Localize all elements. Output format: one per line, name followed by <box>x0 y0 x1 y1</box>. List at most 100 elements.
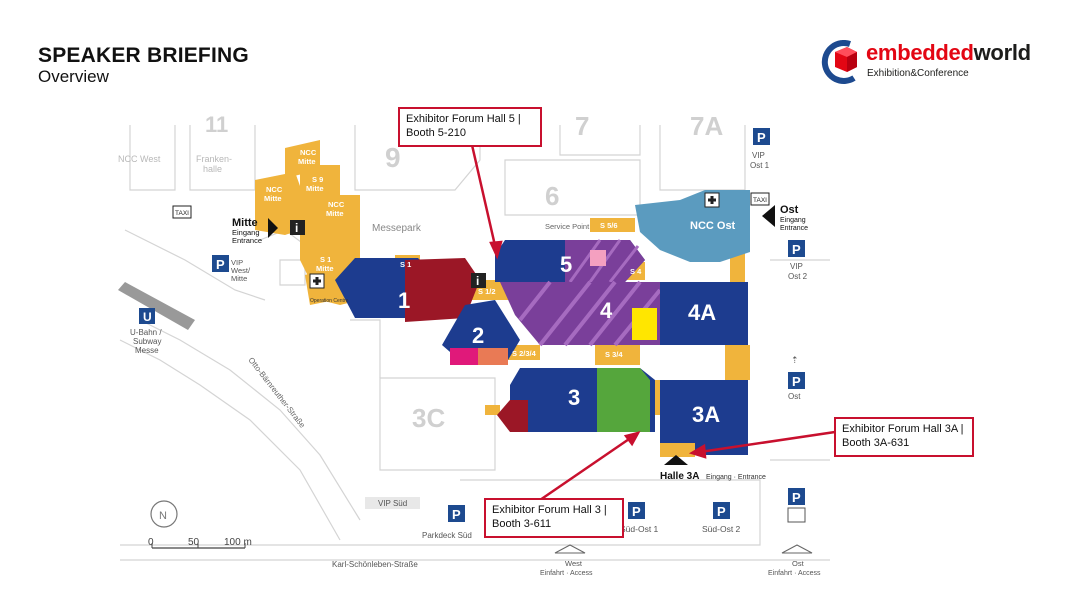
ncc-mitte-top-label-1: NCC <box>300 148 317 157</box>
ncc-west-label: NCC West <box>118 154 161 164</box>
west-einfahrt-label: Einfahrt · Access <box>540 570 593 577</box>
west-access-arrow <box>554 544 586 554</box>
svg-text:P: P <box>757 130 766 145</box>
svg-text:100 m: 100 m <box>224 537 252 548</box>
vip-sued-label: VIP Süd <box>378 499 407 508</box>
s56-label: S 5/6 <box>600 221 618 230</box>
svg-text:U: U <box>143 310 152 324</box>
vip-ost2-label-2: Ost 2 <box>788 272 808 281</box>
ncc-ost-building <box>635 190 750 262</box>
callout-arrowhead-hall3a <box>688 443 707 459</box>
svg-text:P: P <box>452 507 461 522</box>
background-outlines <box>119 125 830 561</box>
ubahn-label-1: U-Bahn / <box>130 328 162 337</box>
operation-centre-label: Operation Centre <box>310 298 349 304</box>
hall-5-label: 5 <box>560 252 572 277</box>
s234-label: S 2/3/4 <box>512 349 537 358</box>
hall-11-label: 11 <box>205 112 228 137</box>
s1-mitte-label-2: Mitte <box>316 264 334 273</box>
svg-text:P: P <box>792 242 801 257</box>
sued-ost1-label: Süd-Ost 1 <box>620 524 659 534</box>
parking-icon-vip-ost2 <box>788 240 805 257</box>
callout-forum-hall-3: Exhibitor Forum Hall 3 | Booth 3-611 <box>484 498 624 538</box>
forum-booth-3a-631 <box>660 443 695 457</box>
mitte-entrance-arrow <box>268 218 278 238</box>
scale-bar: 0 50 100 m <box>148 537 252 549</box>
info-icon-hall1 <box>471 273 486 288</box>
halle-3a-entrance-arrow <box>664 455 688 465</box>
page-subtitle: Overview <box>38 67 109 86</box>
hall-4-label: 4 <box>600 298 613 323</box>
svg-text:50: 50 <box>188 537 200 548</box>
hall-2-salmon-area <box>478 348 508 365</box>
hall-3c-label: 3C <box>412 403 445 433</box>
s9-label-1: S 9 <box>312 175 323 184</box>
vip-west-label-3: Mitte <box>231 274 247 283</box>
taxi-sign-mitte <box>172 205 192 219</box>
svg-text:P: P <box>717 504 726 519</box>
hall-3-label: 3 <box>568 385 580 410</box>
service-point-label: Service Point <box>545 222 590 231</box>
parking-icon-ost <box>788 372 805 389</box>
ubahn-label-3: Messe <box>135 346 159 355</box>
s12-label: S 1/2 <box>478 287 496 296</box>
hall-7-label: 7 <box>575 111 589 141</box>
sued-ost2-label: Süd-Ost 2 <box>702 524 741 534</box>
embeddedworld-logo: embeddedworld Exhibition&Conference <box>820 40 1050 85</box>
ubahn-icon <box>139 308 155 324</box>
vip-ost1-label-2: Ost 1 <box>750 161 770 170</box>
ost-entrance-title: Ost <box>780 204 799 216</box>
logo-icon <box>821 40 857 84</box>
taxi-sign-ost <box>750 192 770 206</box>
hall-3a <box>660 380 748 455</box>
s9-label-2: Mitte <box>306 184 324 193</box>
info-icon-mitte <box>290 220 305 235</box>
parkdeck-sued-label: Parkdeck Süd <box>422 531 472 540</box>
s1-mitte-label-1: S 1 <box>320 255 331 264</box>
compass-icon <box>150 500 178 528</box>
s4-label: S 4 <box>630 267 642 276</box>
parking-icon-sued-ost1 <box>628 502 645 519</box>
frankenhalle-label-2: halle <box>203 164 222 174</box>
ost-access-arrow <box>781 544 813 554</box>
svg-text:0: 0 <box>148 537 154 548</box>
ncc-mitte-right-label-1: NCC <box>328 200 345 209</box>
mitte-eingang-label: Eingang <box>232 228 260 237</box>
parkdeck-icon <box>448 505 465 522</box>
vip-ost2-label-1: VIP <box>790 262 803 271</box>
ncc-mitte-left-label-2: Mitte <box>264 194 282 203</box>
ubahn-label-2: Subway <box>133 337 161 346</box>
callout-forum-hall-3a: Exhibitor Forum Hall 3A | Booth 3A-631 <box>834 417 974 457</box>
callout-arrowhead-hall5 <box>489 240 503 260</box>
hall-9-label: 9 <box>385 142 401 173</box>
callout-arrowhead-hall3 <box>623 431 641 447</box>
mitte-entrance-label: Entrance <box>232 236 262 245</box>
parking-icon-bus <box>788 488 805 505</box>
street-otto-baernreuther: Otto-Bärnreuther-Straße <box>246 356 307 430</box>
vip-west-label-2: West/ <box>231 266 251 275</box>
s1-label: S 1 <box>400 260 411 269</box>
vip-west-label-1: VIP <box>231 258 243 267</box>
svg-text:P: P <box>792 490 801 505</box>
halle-3a-entrance-label: Halle 3A <box>660 471 699 482</box>
hall-1-annex <box>405 258 480 322</box>
parking-icon-vip-west <box>212 255 229 272</box>
ost-entrance-arrow <box>762 205 775 227</box>
parking-icon-vip-ost1 <box>753 128 770 145</box>
ncc-mitte-top-label-2: Mitte <box>298 157 316 166</box>
ost-access-label: Ost <box>792 559 805 568</box>
callout-forum-hall-5: Exhibitor Forum Hall 5 | Booth 5-210 <box>398 107 542 147</box>
hall-3-annex <box>497 400 528 432</box>
hall-2-label: 2 <box>472 323 484 348</box>
logo-wordmark: embeddedworld <box>866 40 1031 65</box>
ncc-mitte-left-label-1: NCC <box>266 185 283 194</box>
callout-arrow-hall5 <box>470 144 498 251</box>
callout-arrow-hall3a <box>699 430 836 454</box>
west-access-label: West <box>565 559 583 568</box>
vip-sued-area <box>365 497 420 509</box>
svg-text:TAXI: TAXI <box>753 197 767 204</box>
halle-3a-entrance-sub: Eingang · Entrance <box>706 474 766 481</box>
street-karl-schoenleben: Karl-Schönleben-Straße <box>332 560 418 569</box>
up-arrows-icon: ⇡ <box>791 355 799 365</box>
hall-1-label: 1 <box>398 288 410 313</box>
